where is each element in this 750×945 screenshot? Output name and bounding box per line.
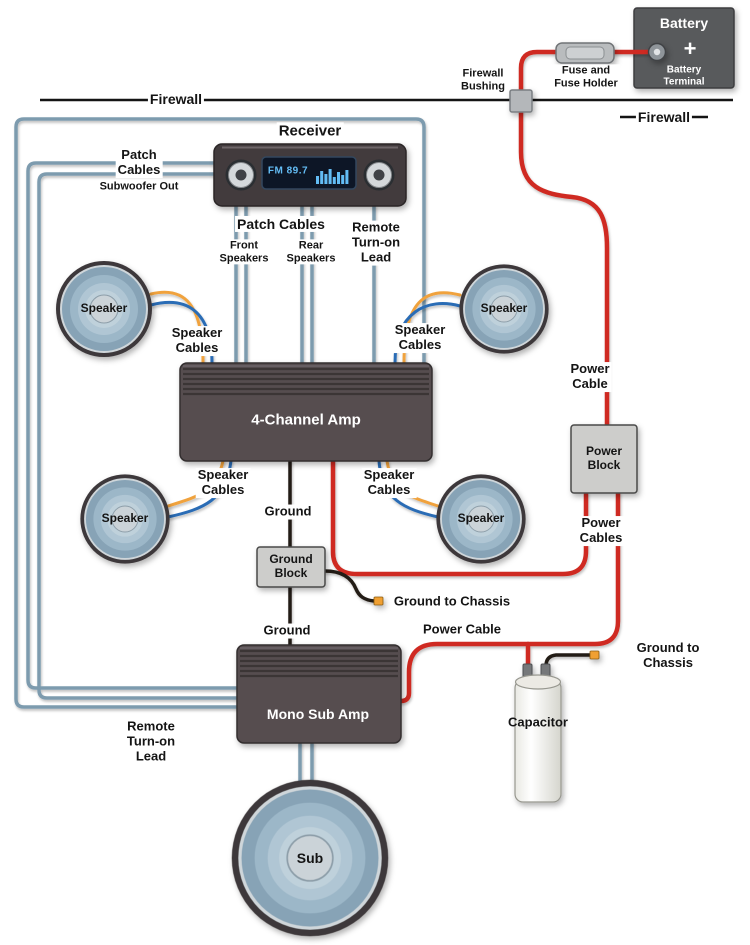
sub-amp-power-cable xyxy=(396,490,621,704)
components xyxy=(55,42,667,938)
firewall-left-label: Firewall xyxy=(147,90,205,108)
firewall-right-label: Firewall xyxy=(635,108,693,126)
remote-lead-top-label: Remote Turn-on Lead xyxy=(349,219,403,266)
tuner-knob[interactable] xyxy=(363,159,395,191)
amp-power-cable xyxy=(330,458,589,577)
speaker-cables-label-2: Speaker Cables xyxy=(392,322,448,353)
heatsink-fins xyxy=(240,649,398,678)
receiver-display xyxy=(261,156,357,190)
speaker-cables-label-1: Speaker Cables xyxy=(169,325,225,356)
ground-block-box xyxy=(256,546,326,588)
sub-label: Sub xyxy=(296,849,324,866)
main-power-cable xyxy=(518,49,655,429)
capacitor-label: Capacitor xyxy=(508,714,568,730)
speaker-cables-label-4: Speaker Cables xyxy=(361,467,417,498)
ground-block-label: Ground Block xyxy=(269,552,313,580)
mono-sub-amp-label: Mono Sub Amp xyxy=(266,705,370,722)
speaker-cables-label-3: Speaker Cables xyxy=(195,467,251,498)
display-station-text: FM 89.7 xyxy=(267,165,309,177)
speaker-label-front-right: Speaker xyxy=(480,301,528,316)
power-cables-label: Power Cables xyxy=(577,515,625,546)
firewall-line xyxy=(40,98,733,119)
fuse-label: Fuse and Fuse Holder xyxy=(552,64,620,90)
fuse-holder xyxy=(555,42,615,64)
power-block-label: Power Block xyxy=(585,444,623,472)
power-cable-main-label: Power Cable xyxy=(568,361,612,392)
ground-terminal-2 xyxy=(589,650,600,660)
battery-terminal-lug xyxy=(647,42,667,62)
power-cable-sub-label: Power Cable xyxy=(420,621,504,638)
ground-upper-label: Ground xyxy=(262,503,314,520)
power-block-box xyxy=(570,424,638,494)
chassis-ground-wire-1 xyxy=(323,569,376,603)
battery-box xyxy=(633,7,735,89)
patch-cables-left-label: Patch Cables xyxy=(115,147,163,178)
spectrum-bars xyxy=(316,169,349,184)
receiver-body xyxy=(213,143,407,207)
ground-to-chassis-cap-label: Ground to Chassis xyxy=(627,640,709,671)
firewall-bushing xyxy=(509,89,533,113)
volume-knob[interactable] xyxy=(225,159,257,191)
bushing-label: Firewall Bushing xyxy=(459,67,507,93)
battery-title: Battery xyxy=(659,14,709,31)
mono-sub-amp-body xyxy=(236,644,402,744)
speaker-label-front-left: Speaker xyxy=(80,301,128,316)
subwoofer-patch-wire-2 xyxy=(37,172,240,700)
remote-lead-loop-wire xyxy=(14,117,426,709)
speaker-label-rear-left: Speaker xyxy=(101,511,149,526)
power-wires xyxy=(330,49,655,704)
chassis-terminals xyxy=(373,596,600,660)
ground-terminal-1 xyxy=(373,596,384,606)
four-channel-amp-label: 4-Channel Amp xyxy=(251,411,361,429)
speaker-label-rear-right: Speaker xyxy=(457,511,505,526)
front-speakers-label: Front Speakers xyxy=(217,239,271,265)
chassis-ground-wire-2 xyxy=(544,653,592,668)
capacitor-body xyxy=(514,663,562,803)
battery-plus-sign: + xyxy=(683,36,697,61)
patch-cables-center-label: Patch Cables xyxy=(235,215,327,233)
four-channel-amp-body xyxy=(179,362,433,462)
ground-lower-label: Ground xyxy=(261,622,313,639)
battery-terminal-label: Battery Terminal xyxy=(663,64,705,88)
receiver-label: Receiver xyxy=(276,122,344,140)
ground-to-chassis-amp-label: Ground to Chassis xyxy=(391,593,513,610)
remote-lead-bottom-label: Remote Turn-on Lead xyxy=(124,718,178,765)
signal-wires xyxy=(14,117,426,786)
subwoofer-out-label: Subwoofer Out xyxy=(97,180,181,194)
rear-speakers-label: Rear Speakers xyxy=(284,239,338,265)
heatsink-fins xyxy=(183,367,429,396)
subwoofer-patch-wire-1 xyxy=(26,161,240,690)
